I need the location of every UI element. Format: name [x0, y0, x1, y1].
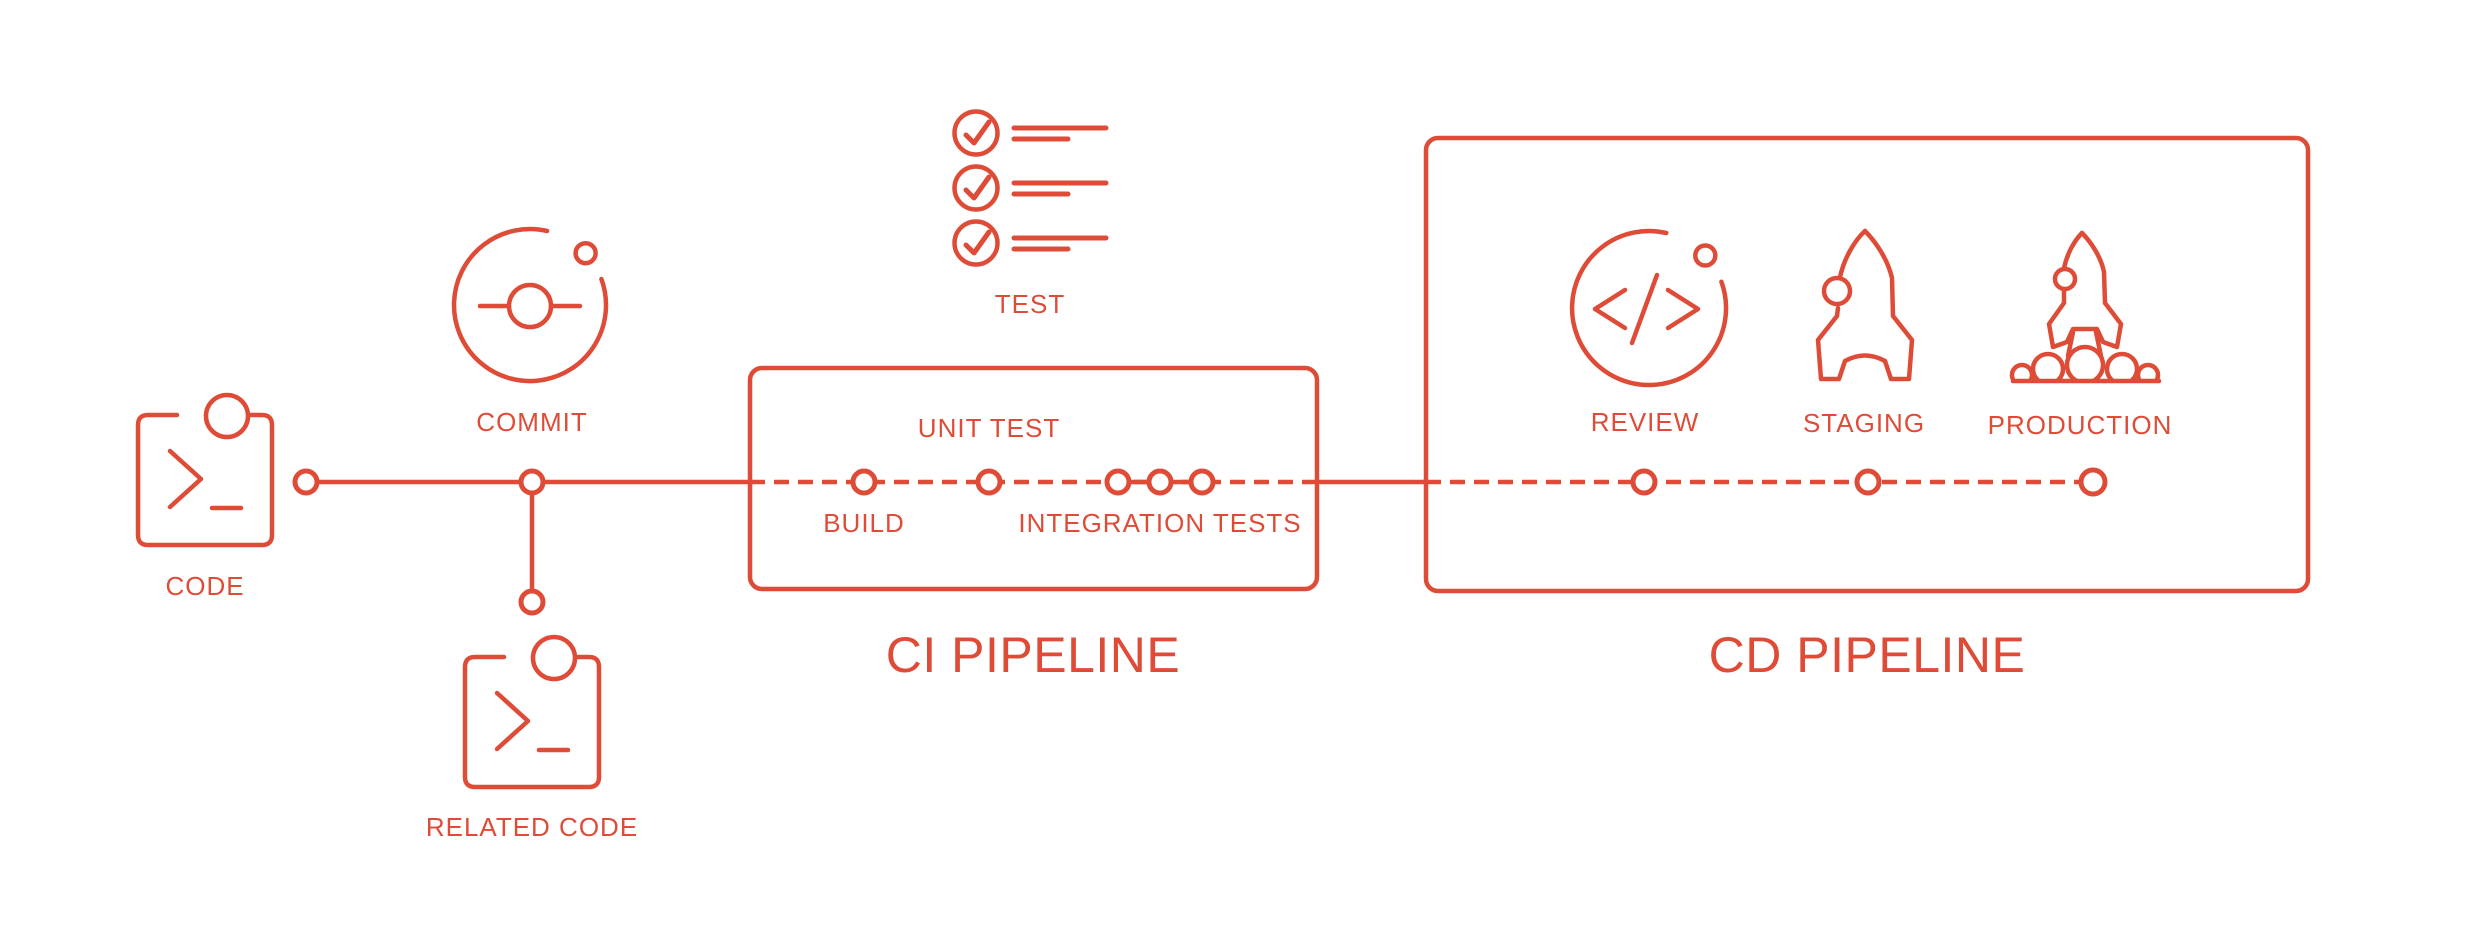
timeline-node-build [850, 468, 878, 496]
review-label: REVIEW [1590, 407, 1700, 437]
timeline-node-commit [518, 468, 546, 496]
checklist-row-2 [952, 164, 1109, 212]
cd-pipeline-title: CD PIPELINE [1708, 627, 2026, 683]
related-code-icon [465, 637, 599, 787]
staging-label: STAGING [1802, 408, 1926, 438]
related-code-label: RELATED CODE [425, 812, 639, 842]
timeline-node-start [292, 468, 320, 496]
timeline-node-integration-1 [1104, 468, 1132, 496]
timeline-node-review [1630, 468, 1658, 496]
unit-test-label: UNIT TEST [917, 413, 1061, 443]
exhaust-cloud [2004, 344, 2168, 396]
review-icon [1569, 228, 1729, 388]
checklist-row-3 [952, 219, 1109, 267]
timeline-nodes [292, 467, 2108, 616]
timeline-node-production [2078, 467, 2108, 497]
cd-pipeline-box [1423, 135, 2311, 594]
ci-pipeline-title: CI PIPELINE [885, 627, 1181, 683]
checklist-row-1 [952, 109, 1109, 157]
exhaust-line-left [2065, 329, 2076, 359]
code-slash [1629, 272, 1660, 346]
branch-node-related-code [518, 588, 546, 616]
test-checklist-icon [952, 109, 1109, 267]
timeline-node-integration-2 [1146, 468, 1174, 496]
test-label: TEST [994, 289, 1066, 319]
timeline-node-unit-test [975, 468, 1003, 496]
timeline-node-staging [1854, 468, 1882, 496]
build-label: BUILD [823, 508, 905, 538]
code-label: CODE [165, 571, 245, 601]
ci-pipeline-box [747, 365, 1320, 592]
commit-label: COMMIT [476, 407, 588, 437]
timeline-node-integration-3 [1188, 468, 1216, 496]
code-angle-left [1592, 287, 1628, 331]
production-label: PRODUCTION [1987, 410, 2173, 440]
production-rocket-icon [2004, 230, 2168, 396]
commit-icon [451, 226, 609, 384]
code-angle-right [1665, 287, 1701, 331]
staging-rocket-icon [1815, 228, 1915, 382]
code-icon [138, 395, 272, 545]
integration-tests-label: INTEGRATION TESTS [1018, 508, 1302, 538]
